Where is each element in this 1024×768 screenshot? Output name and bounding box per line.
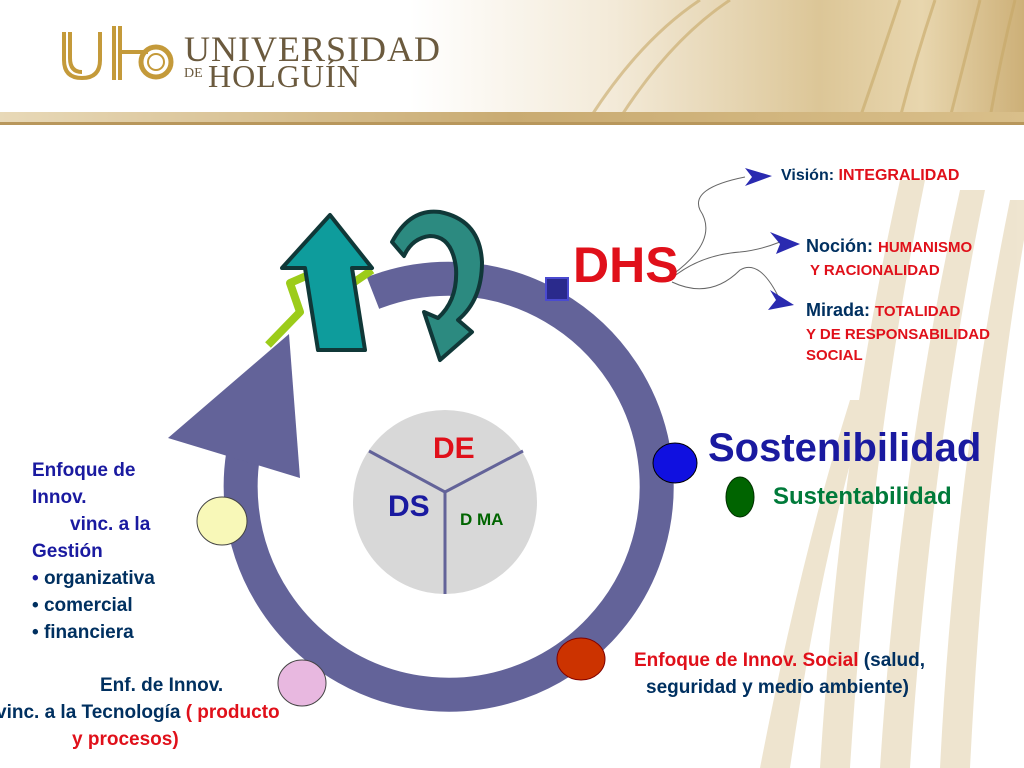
curved-arrow-icon [390,209,484,362]
header-divider [0,122,1024,125]
arrow-vision-icon [745,168,772,186]
center-divider-right [444,449,524,494]
gestion-bullet-3-text: financiera [43,622,134,643]
connector-nocion [671,241,781,279]
university-name-line2: HOLGUÍN [208,58,361,94]
connector-vision [671,176,746,276]
tecnologia-line2a: vinc. a la Tecnología [0,702,186,723]
social-line2: seguridad y medio ambiente) [646,677,909,698]
tecnologia-line2b: ( producto [185,702,280,723]
gestion-line1: Enfoque de [32,460,136,481]
label-de: DE [433,432,475,465]
nocion-value2: Y RACIONALIDAD [810,262,940,279]
gestion-bullet-2: • comercial [32,595,133,616]
gestion-bullet-2-text: comercial [43,595,133,616]
mirada-value3: SOCIAL [806,347,863,364]
mirada-text: Mirada: TOTALIDAD [806,300,960,321]
technology-innovation-marker [277,659,327,707]
social-line1: Enfoque de Innov. Social (salud, [634,650,925,672]
header-decoration [588,0,1017,118]
vision-value: INTEGRALIDAD [838,167,960,184]
arrow-mirada-icon [768,290,794,310]
gestion-line2: Innov. [32,487,87,508]
mirada-value2: Y DE RESPONSABILIDAD [806,326,990,343]
cycle-ring [223,261,674,712]
vision-label: Visión: [781,167,839,184]
social-line1b: (salud, [858,650,926,671]
center-divider-left [368,449,446,494]
label-dhs: DHS [573,237,679,293]
up-arrow-icon [280,213,374,352]
social-line1a: Enfoque de Innov. Social [634,650,859,671]
tecnologia-line2: vinc. a la Tecnología ( producto [0,702,280,724]
label-dma: D MA [460,510,504,529]
label-sustentabilidad: Sustentabilidad [773,483,952,510]
mirada-value1: TOTALIDAD [875,303,961,320]
nocion-text: Noción: HUMANISMO [806,236,972,257]
gestion-line4: Gestión [32,541,103,562]
vision-text: Visión: INTEGRALIDAD [781,167,959,185]
university-name-prefix: DE [184,66,203,81]
gestion-bullet-1: • organizativa [32,568,155,589]
nocion-value1: HUMANISMO [878,239,973,256]
sustentabilidad-marker [725,476,755,518]
gestion-bullet-1-text: organizativa [43,568,155,589]
ring-arrowhead [168,334,300,478]
social-innovation-marker [556,637,606,681]
nocion-label: Noción: [806,236,878,256]
header-banner: UNIVERSIDAD DE HOLGUÍN [0,0,1024,118]
dhs-square-marker [545,277,569,301]
university-name-line1: UNIVERSIDAD [184,29,441,69]
management-innovation-marker [196,496,248,546]
label-ds: DS [388,490,430,523]
tecnologia-line1: Enf. de Innov. [100,675,224,696]
connector-mirada [671,266,781,301]
label-sostenibilidad: Sostenibilidad [708,426,982,470]
tecnologia-line3: y procesos) [72,729,179,750]
arrow-nocion-icon [770,232,800,254]
gestion-line3: vinc. a la [70,514,151,535]
gestion-bullet-3: • financiera [32,622,134,643]
sostenibilidad-marker [652,442,698,484]
mirada-label: Mirada: [806,300,876,320]
gestion-text: Enfoque de Innov. vinc. a la Gestión • o… [32,457,155,646]
university-logo-icon [62,26,174,81]
header-band [0,112,1024,122]
